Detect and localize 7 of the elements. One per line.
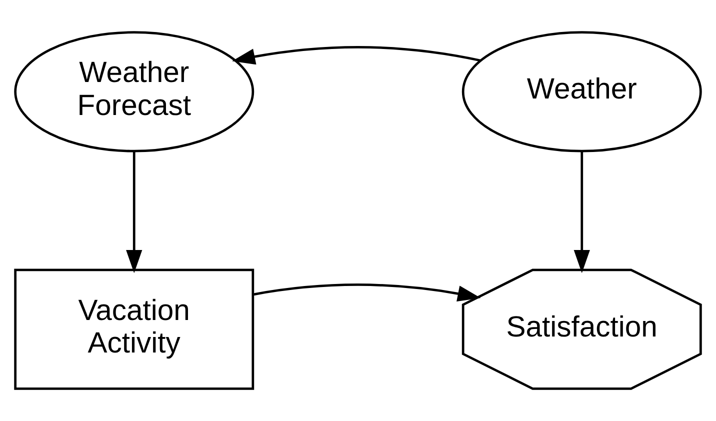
node-ellipse: Weather [462,31,702,152]
arrow [126,151,142,274]
arrow [574,151,590,274]
arrow [232,46,481,65]
node-ellipse: Weather Forecast [14,31,254,152]
node-box: Vacation Activity [14,268,254,390]
arrow [252,284,481,302]
